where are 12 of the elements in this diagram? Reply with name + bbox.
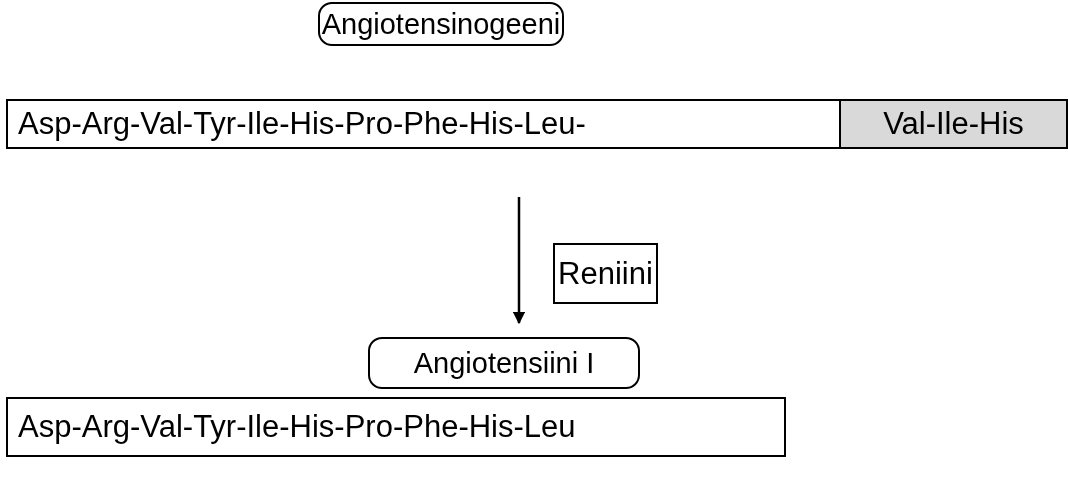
sequence-box xyxy=(553,243,658,304)
sequence-box xyxy=(6,99,841,149)
sequence-box xyxy=(6,397,786,457)
node-label: Angiotensiini I xyxy=(413,346,595,380)
node-label: Asp-Arg-Val-Tyr-Ile-His-Pro-Phe-His-Leu- xyxy=(18,106,586,142)
node-label: Reniini xyxy=(558,255,653,292)
node-label: Val-Ile-His xyxy=(883,106,1024,142)
arrow xyxy=(512,197,526,325)
title-box xyxy=(368,337,640,389)
sequence-box xyxy=(839,99,1068,149)
node-label: Angiotensinogeeni xyxy=(321,7,561,41)
node-label: Asp-Arg-Val-Tyr-Ile-His-Pro-Phe-His-Leu xyxy=(18,409,576,445)
